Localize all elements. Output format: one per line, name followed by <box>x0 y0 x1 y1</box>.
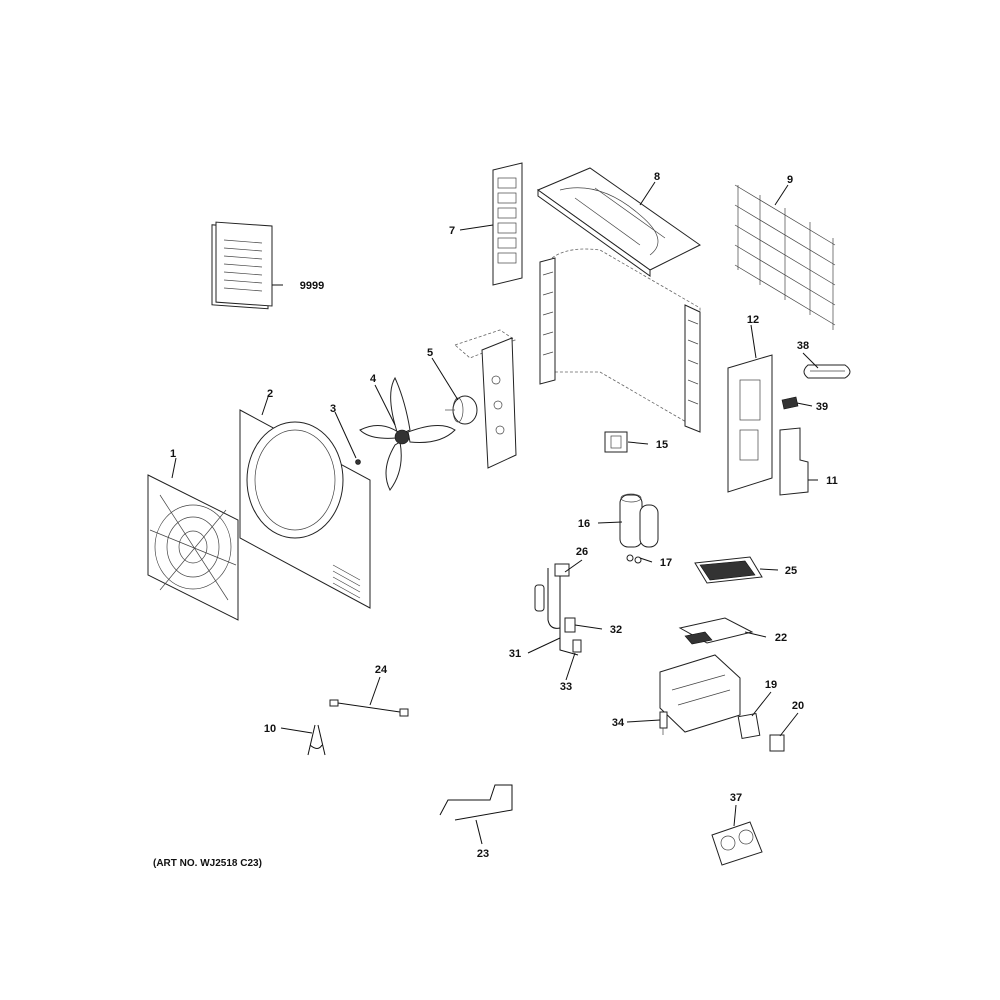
callout-11: 11 <box>826 475 838 487</box>
part-22-board-cover <box>678 617 754 645</box>
callout-5: 5 <box>427 347 433 359</box>
callout-7: 7 <box>449 225 455 237</box>
part-39-pad <box>781 396 799 410</box>
part-24-wire-harness <box>329 699 409 717</box>
callout-34: 34 <box>612 717 625 729</box>
part-25-control-board <box>694 556 763 584</box>
part-7-side-panel <box>492 162 523 286</box>
part-34-sensor <box>659 711 668 735</box>
part-10-clip <box>307 724 326 756</box>
callout-39: 39 <box>816 401 828 413</box>
callout-20: 20 <box>792 700 804 712</box>
callout-33: 33 <box>560 681 572 693</box>
part-2-front-panel <box>239 409 371 609</box>
part-23-heater <box>439 784 513 821</box>
motor-bracket <box>454 329 517 469</box>
part-8-top-cover <box>536 167 701 277</box>
callout-9999: 9999 <box>300 280 324 292</box>
callout-16: 16 <box>578 518 590 530</box>
callout-3: 3 <box>330 403 336 415</box>
part-4-fan-blade <box>359 376 456 491</box>
part-15-reactor <box>604 431 628 453</box>
part-9999-manual <box>211 221 273 310</box>
callout-22: 22 <box>775 632 787 644</box>
callout-8: 8 <box>654 171 660 183</box>
part-9-wire-guard <box>734 184 836 330</box>
callout-31: 31 <box>509 648 521 660</box>
callout-12: 12 <box>747 314 759 326</box>
callout-4: 4 <box>370 373 377 385</box>
callout-24: 24 <box>375 664 388 676</box>
callout-9: 9 <box>787 174 793 186</box>
part-17-grommets <box>626 554 642 564</box>
callout-10: 10 <box>264 723 276 735</box>
control-box <box>659 654 741 733</box>
callout-38: 38 <box>797 340 809 352</box>
art-number: (ART NO. WJ2518 C23) <box>153 858 262 869</box>
part-19-module <box>737 713 761 739</box>
valve-assembly <box>534 563 582 656</box>
callout-19: 19 <box>765 679 777 691</box>
callout-26: 26 <box>576 546 588 558</box>
part-3-nut <box>355 459 361 465</box>
callout-1: 1 <box>170 448 176 460</box>
callout-32: 32 <box>610 624 622 636</box>
callout-labels: 1 2 3 4 5 7 8 9 9999 12 38 39 11 15 16 1… <box>170 171 838 860</box>
leader-lines <box>171 181 819 845</box>
callout-2: 2 <box>267 388 273 400</box>
part-38-roll <box>803 364 851 379</box>
callout-25: 25 <box>785 565 797 577</box>
part-11-valve-cover <box>779 427 809 496</box>
callout-17: 17 <box>660 557 672 569</box>
part-5-fan-motor <box>445 395 478 425</box>
part-37-bracket <box>711 821 763 866</box>
part-16-compressor <box>619 493 659 548</box>
part-12-side-panel <box>727 354 773 493</box>
callout-15: 15 <box>656 439 668 451</box>
part-1-fan-grille <box>147 474 239 621</box>
condenser-coil <box>539 248 701 433</box>
callout-23: 23 <box>477 848 489 860</box>
callout-37: 37 <box>730 792 742 804</box>
part-20-terminal <box>769 734 785 752</box>
